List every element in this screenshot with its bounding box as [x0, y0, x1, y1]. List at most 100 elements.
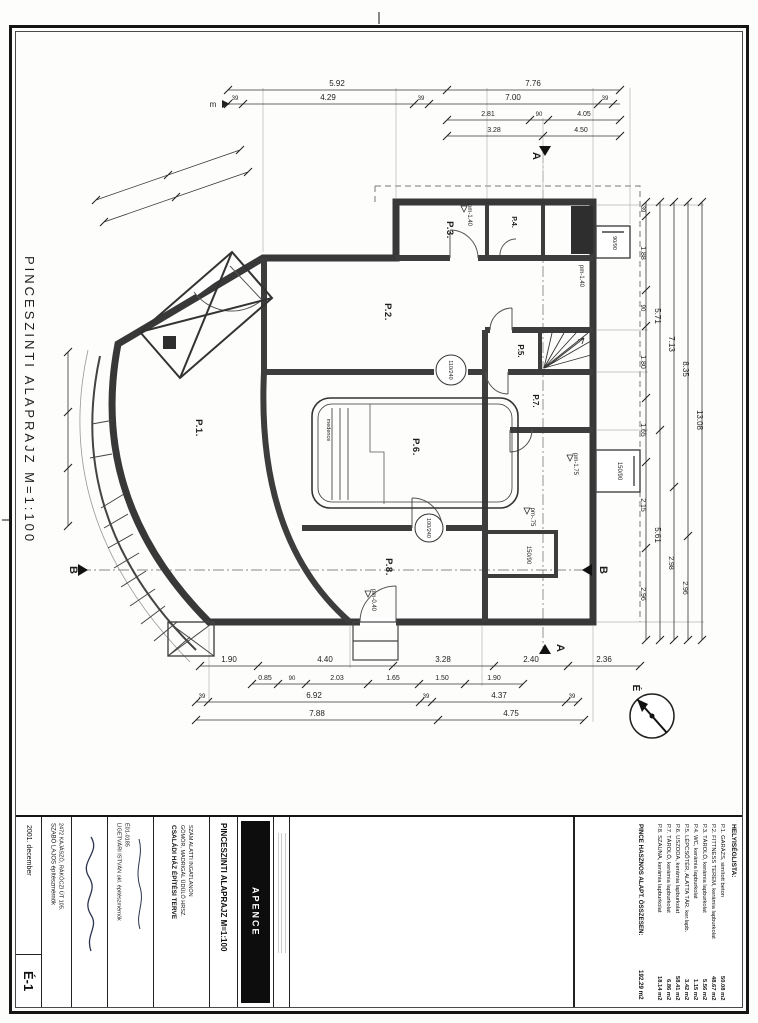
dim-label: 2.03: [330, 675, 344, 682]
project-line-1: CSALÁDI HÁZ ÉPÍTÉSI TERVE: [170, 825, 177, 920]
leg-room-area: 58.41 m2: [674, 975, 680, 1001]
legend-row: P.4. WC, kerámia lapburkolat 1.15 m2: [692, 824, 698, 1000]
title-block: 2001. december É-1 SZABÓ LAJOS építészmé…: [16, 815, 742, 1007]
company-logo: APENCE: [241, 821, 270, 1003]
chimney-pier: [571, 206, 593, 254]
dim-label: 39: [602, 96, 609, 102]
door-size-bubbles: 110/240 100/240: [414, 354, 467, 543]
room-label-p4: P.4.: [510, 216, 517, 228]
titleblock-architect-cell: LIGETVÁRI ISTVÁN okl. építészmérnök É01-…: [108, 817, 154, 1007]
dim-label: 1.65: [386, 675, 400, 682]
dim-label: 1.90: [487, 675, 501, 682]
dim-label: 39: [199, 694, 206, 700]
dim-label: 5.71: [653, 308, 662, 324]
leg-room-area: 48.67 m2: [710, 975, 716, 1001]
dim-label: 3.28: [487, 127, 501, 134]
witness-lines: [208, 88, 704, 722]
room-labels: P.1. P.2. P.3. P.4. P.5. P.6. P.7. P.8.: [193, 216, 540, 576]
dim-label: 1.90: [221, 655, 237, 664]
leg-room-label: P.1. GARÁZS, simított beton: [719, 824, 725, 898]
drawing-side-title: PINCESZINTI ALAPRAJZ M=1:100: [22, 256, 37, 545]
room-label-p7: P.7.: [531, 394, 540, 407]
garage-ramp: [138, 250, 274, 380]
dimension-chains-bottom: [191, 661, 645, 725]
size-tag: 150/90: [525, 546, 531, 565]
titleblock-signature-cell: [72, 817, 108, 1007]
leg-room-area: 3.42 m2: [683, 978, 689, 1000]
partition-walls: [485, 205, 558, 578]
architect-name: LIGETVÁRI ISTVÁN okl. építészmérnök: [115, 823, 122, 921]
leg-room-area: 6.86 m2: [665, 978, 671, 1000]
leg-room-label: P.4. WC, kerámia lapburkolat: [692, 824, 698, 899]
pool: [311, 397, 519, 509]
titleblock-fineprint-cell: [274, 817, 290, 1007]
level-marker: pm-1.40: [578, 265, 584, 288]
dimension-chains-right: [641, 197, 707, 645]
dim-label: 39: [423, 694, 430, 700]
dim-label: 3.28: [435, 655, 451, 664]
compass: É: [629, 685, 675, 739]
exterior-stair: [79, 349, 215, 663]
pool-label: medence: [325, 419, 331, 442]
legend-row: P.1. GARÁZS, simított beton 50.08 m2: [719, 824, 725, 1000]
dim-label: 4.75: [503, 709, 519, 718]
dim-label: 7.00: [505, 93, 521, 102]
size-tags: 90/90 150/90 150/90: [525, 236, 622, 565]
dim-label: 1.65: [639, 423, 646, 437]
dim-label: 90: [289, 676, 296, 682]
sheet-number-cell: É-1: [16, 954, 41, 1007]
room-label-p2: P.2.: [382, 303, 393, 321]
level-marker: pm-1.75: [572, 453, 578, 476]
dim-label: 4.05: [577, 111, 591, 118]
section-marker-a-top: A: [530, 152, 542, 160]
room-label-p8: P.8.: [383, 558, 394, 576]
legend-row: P.7. TÁROLÓ, kerámia lapburkolat 6.86 m2: [665, 824, 671, 1000]
dim-label: 2.15: [639, 498, 646, 512]
project-line-2: GÖMÖR, MADRIGÁL ÜDÜLŐ HRSZ.: [179, 825, 185, 917]
dim-label: 90: [536, 112, 543, 118]
window-bays: [89, 225, 641, 493]
dim-label: 5.61: [653, 527, 662, 543]
dim-label: 8.35: [681, 361, 690, 377]
leg-room-label: P.3. TÁROLÓ, kerámia lapburkolat: [701, 824, 707, 913]
north-label: É: [630, 685, 643, 692]
legend-row: P.2. FITTNESS TEREM, kerámia lapburkolat…: [710, 824, 716, 1000]
date-label: 2001. december: [25, 825, 32, 876]
signature-scribble: [85, 836, 94, 952]
dim-label: 13.08: [695, 410, 704, 431]
section-markers: A A B B: [67, 146, 609, 654]
dim-label: 39: [569, 694, 576, 700]
dim-label: 2.96: [639, 587, 646, 601]
legend-row: P.5. LÉPCSŐTÉR, ALATTA TÁR. ker.lapb. 3.…: [683, 824, 689, 1000]
dim-label: 1.80: [639, 355, 646, 369]
dim-label: 0.85: [258, 675, 272, 682]
signature-scribble: [137, 838, 142, 930]
sheet-border-inner: [15, 31, 743, 1008]
dim-label: 2.36: [596, 655, 612, 664]
room-label-p3: P.3.: [444, 221, 455, 239]
door-swings: [193, 229, 533, 623]
minor-dimension-chains: [63, 145, 253, 531]
level-marker: pm-.75: [529, 508, 535, 527]
interior-stair: [543, 332, 592, 369]
dim-label: 90: [639, 305, 645, 312]
dim-label: 1.88: [639, 246, 646, 260]
titleblock-logo-cell: APENCE: [238, 817, 274, 1007]
dimension-labels-top: 5.92 7.76 m 39 4.29 39 7.00 39 2.81 90 4…: [210, 79, 609, 134]
dimension-labels-bottom: 1.90 4.40 3.28 2.40 2.36 0.85 90 2.03 1.…: [199, 655, 613, 718]
dim-label: 2.40: [523, 655, 539, 664]
dimension-labels-right: 39 1.88 90 1.80 1.65 2.15 2.96 5.71 5.61…: [639, 206, 704, 601]
company-logo-text: APENCE: [250, 887, 261, 937]
designer-name: SZABÓ LAJOS építészmérnök: [49, 823, 56, 906]
leg-room-label: P.7. TÁROLÓ, kerámia lapburkolat: [665, 824, 671, 913]
room-legend: HELYISÉGLISTA: P.1. GARÁZS, simított bet…: [574, 817, 742, 1007]
dim-label: 4.29: [320, 93, 336, 102]
titleblock-designer-cell: SZABÓ LAJOS építészmérnök 2472 KAJÁSZÓ, …: [42, 817, 72, 1007]
dim-label: 2.98: [667, 556, 674, 570]
frame-register-marks: [2, 12, 380, 521]
dim-label: 2.81: [481, 111, 495, 118]
legend-row: P.3. TÁROLÓ, kerámia lapburkolat 5.56 m2: [701, 824, 707, 1000]
leg-room-area: 1.15 m2: [692, 978, 698, 1000]
titleblock-date-cell: 2001. december É-1: [16, 817, 42, 1007]
